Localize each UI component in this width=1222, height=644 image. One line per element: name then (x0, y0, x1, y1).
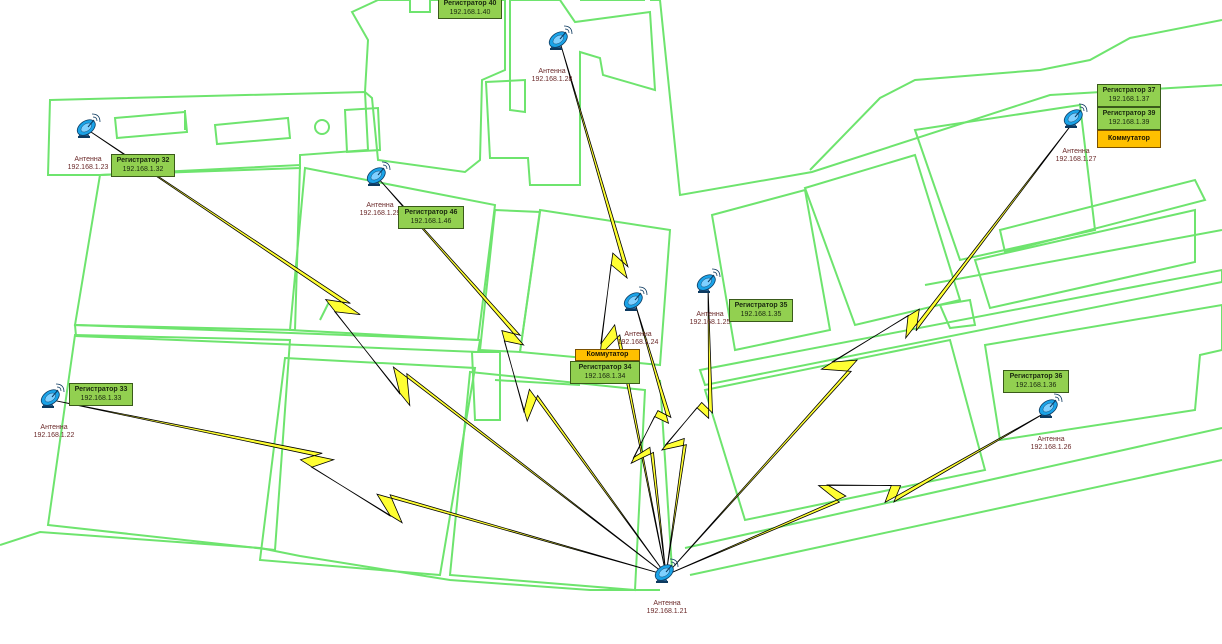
antenna-name: Антенна (696, 311, 724, 318)
recorder-32[interactable]: Регистратор 32 192.168.1.32 (111, 154, 175, 177)
recorder-title: Регистратор 46 (404, 209, 458, 216)
antenna-name: Антенна (1037, 436, 1065, 443)
satellite-dish-icon[interactable] (694, 268, 721, 294)
antenna-name: Антенна (366, 202, 394, 209)
switch-37-39[interactable]: Коммутатор (1097, 130, 1161, 148)
satellite-dish-icon[interactable] (74, 113, 101, 139)
recorder-title: Регистратор 33 (74, 386, 128, 393)
recorder-title: Регистратор 40 (443, 0, 497, 7)
satellite-dish-icon[interactable] (364, 161, 391, 187)
recorder-33[interactable]: Регистратор 33 192.168.1.33 (69, 383, 133, 406)
recorder-36[interactable]: Регистратор 36 192.168.1.36 (1003, 370, 1069, 393)
recorder-ip: 192.168.1.35 (740, 311, 782, 318)
recorder-ip: 192.168.1.46 (410, 218, 452, 225)
satellite-dish-icon[interactable] (546, 25, 573, 51)
recorder-ip: 192.168.1.37 (1108, 96, 1150, 103)
recorder-46[interactable]: Регистратор 46 192.168.1.46 (398, 206, 464, 229)
recorder-40[interactable]: Регистратор 40 192.168.1.40 (438, 0, 502, 19)
recorder-ip: 192.168.1.40 (449, 9, 491, 16)
recorder-35[interactable]: Регистратор 35 192.168.1.35 (729, 299, 793, 322)
antenna-ip: 192.168.1.23 (67, 164, 109, 171)
satellite-dish-icon[interactable] (1061, 103, 1088, 129)
switch-34[interactable]: Коммутатор (575, 349, 640, 361)
antenna-name: Антенна (1062, 148, 1090, 155)
recorder-title: Регистратор 36 (1009, 373, 1063, 380)
recorder-title: Регистратор 32 (116, 157, 170, 164)
antenna-ip: 192.168.1.22 (33, 432, 75, 439)
antenna-name: Антенна (538, 68, 566, 75)
link-a21-a22 (51, 399, 667, 576)
recorder-ip: 192.168.1.36 (1015, 382, 1057, 389)
satellite-dish-icon[interactable] (38, 383, 65, 409)
recorder-title: Регистратор 35 (734, 302, 788, 309)
antenna-ip: 192.168.1.28 (531, 76, 573, 83)
antenna-ip: 192.168.1.29 (359, 210, 401, 217)
building-outlines (0, 0, 1222, 592)
recorder-ip: 192.168.1.33 (80, 395, 122, 402)
antenna-name: Антенна (40, 424, 68, 431)
satellite-dish-icon[interactable] (621, 286, 648, 312)
recorder-34[interactable]: Регистратор 34 192.168.1.34 (570, 361, 640, 384)
satellite-dish-icon[interactable] (1036, 393, 1063, 419)
recorder-ip: 192.168.1.39 (1108, 119, 1150, 126)
antenna-ip: 192.168.1.27 (1055, 156, 1097, 163)
antenna-name: Антенна (74, 156, 102, 163)
recorder-title: Регистратор 34 (578, 364, 632, 371)
recorder-ip: 192.168.1.34 (584, 373, 626, 380)
antenna-ip: 192.168.1.25 (689, 319, 731, 326)
satellite-dish-icon[interactable] (652, 558, 679, 584)
antenna-ip: 192.168.1.26 (1030, 444, 1072, 451)
wireless-links (51, 41, 1076, 576)
recorder-title: Регистратор 37 (1102, 87, 1156, 94)
recorder-ip: 192.168.1.32 (122, 166, 164, 173)
antenna-ip: 192.168.1.24 (617, 339, 659, 346)
antenna-markers (38, 25, 1088, 584)
recorder-title: Регистратор 39 (1102, 110, 1156, 117)
link-a21-a26 (665, 409, 1051, 576)
antenna-ip: 192.168.1.21 (646, 608, 688, 615)
recorder-37[interactable]: Регистратор 37 192.168.1.37 (1097, 84, 1161, 107)
antenna-name: Антенна (653, 600, 681, 607)
antenna-name: Антенна (624, 331, 652, 338)
recorder-39[interactable]: Регистратор 39 192.168.1.39 (1097, 107, 1161, 130)
link-a21-a28 (559, 41, 667, 576)
